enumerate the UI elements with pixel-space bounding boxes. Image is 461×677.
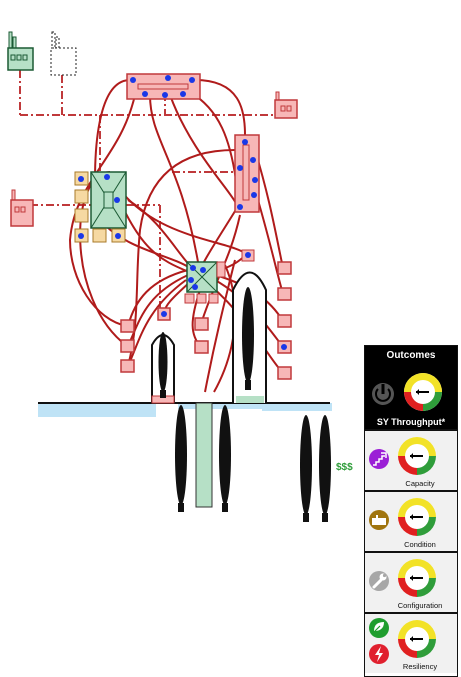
- condition-gauge: [398, 498, 436, 536]
- metric-capacity: Capacity: [365, 429, 457, 490]
- factory-icon-planned: [50, 31, 77, 76]
- outcomes-title: Outcomes: [386, 350, 436, 361]
- metric-condition: Condition: [365, 490, 457, 551]
- right-facility-block: [234, 134, 260, 213]
- factory-icon: [369, 510, 389, 530]
- left-hub-block: [74, 171, 127, 243]
- top-facility-block: [126, 73, 201, 100]
- metric-resiliency: Resiliency: [365, 612, 457, 673]
- configuration-gauge: [398, 559, 436, 597]
- metric-configuration-label: Configuration: [397, 601, 443, 610]
- funding-label: $$$: [336, 462, 353, 473]
- center-hub-block: [184, 249, 255, 304]
- factory-icon-left: [10, 189, 34, 227]
- resiliency-gauge: [398, 620, 436, 658]
- factory-icon-right: [274, 91, 298, 119]
- submarines: [158, 287, 331, 522]
- capacity-gauge: [398, 437, 436, 475]
- pier: [195, 402, 213, 508]
- metric-resiliency-label: Resiliency: [402, 662, 438, 671]
- metric-capacity-label: Capacity: [405, 479, 435, 488]
- outcomes-header: Outcomes SY Throughput*: [365, 346, 457, 429]
- wrench-icon: [369, 571, 389, 591]
- waterline: [38, 402, 332, 417]
- metric-condition-label: Condition: [404, 540, 436, 549]
- gauge-dial: [404, 373, 442, 411]
- lightning-icon: [369, 644, 389, 664]
- shop-nodes: [120, 261, 292, 380]
- stairs-up-icon: [369, 449, 389, 469]
- throughput-gauge: [372, 373, 442, 411]
- factory-icon-green: [7, 31, 34, 71]
- outcomes-panel: Outcomes SY Throughput*: [364, 345, 458, 677]
- throughput-label: SY Throughput*: [376, 417, 446, 427]
- metric-configuration: Configuration: [365, 551, 457, 612]
- leaf-icon: [369, 618, 389, 638]
- power-icon: [372, 383, 394, 405]
